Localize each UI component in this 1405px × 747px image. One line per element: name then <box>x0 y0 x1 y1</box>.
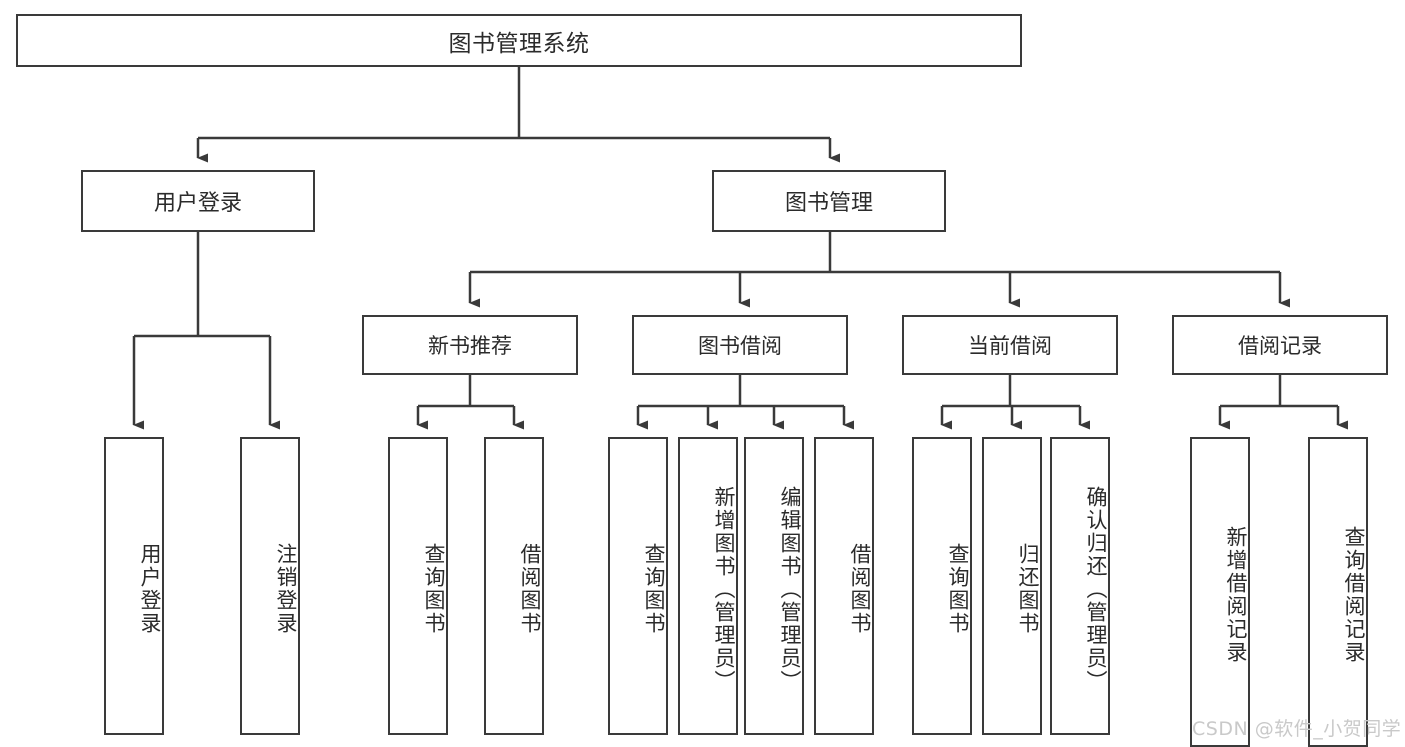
node-book-borrow[interactable]: 图书借阅 <box>632 315 848 375</box>
node-user-login-label: 用户登录 <box>153 191 242 216</box>
leaf-borrow-book-recommend[interactable]: 借阅图书 <box>484 437 544 735</box>
leaf-query-book-borrow-label: 查询图书 <box>642 543 666 635</box>
node-new-book-recommend-label: 新书推荐 <box>428 334 512 358</box>
node-book-management-label: 图书管理 <box>784 191 873 216</box>
leaf-query-book-current[interactable]: 查询图书 <box>912 437 972 735</box>
leaf-edit-book-admin-label: 编辑图书（管理员） <box>778 485 802 693</box>
leaf-return-book[interactable]: 归还图书 <box>982 437 1042 735</box>
node-root[interactable]: 图书管理系统 <box>16 14 1022 67</box>
leaf-borrow-book-label: 借阅图书 <box>848 543 872 635</box>
leaf-query-book-recommend-label: 查询图书 <box>422 543 446 635</box>
node-new-book-recommend[interactable]: 新书推荐 <box>362 315 578 375</box>
leaf-borrow-book[interactable]: 借阅图书 <box>814 437 874 735</box>
node-current-borrow-label: 当前借阅 <box>968 334 1052 358</box>
node-book-management[interactable]: 图书管理 <box>712 170 946 232</box>
leaf-user-login[interactable]: 用户登录 <box>104 437 164 735</box>
leaf-edit-book-admin[interactable]: 编辑图书（管理员） <box>744 437 804 735</box>
leaf-add-borrow-record[interactable]: 新增借阅记录 <box>1190 437 1250 747</box>
leaf-logout-label: 注销登录 <box>274 543 298 635</box>
leaf-add-book-admin[interactable]: 新增图书（管理员） <box>678 437 738 735</box>
node-borrow-record-label: 借阅记录 <box>1238 334 1322 358</box>
leaf-add-borrow-record-label: 新增借阅记录 <box>1224 526 1248 664</box>
leaf-logout[interactable]: 注销登录 <box>240 437 300 735</box>
leaf-return-book-label: 归还图书 <box>1016 543 1040 635</box>
leaf-query-borrow-record-label: 查询借阅记录 <box>1342 526 1366 664</box>
leaf-add-book-admin-label: 新增图书（管理员） <box>712 485 736 693</box>
node-user-login[interactable]: 用户登录 <box>81 170 315 232</box>
leaf-query-borrow-record[interactable]: 查询借阅记录 <box>1308 437 1368 747</box>
leaf-confirm-return-admin[interactable]: 确认归还（管理员） <box>1050 437 1110 735</box>
node-book-borrow-label: 图书借阅 <box>698 334 782 358</box>
leaf-user-login-label: 用户登录 <box>138 543 162 635</box>
leaf-query-book-borrow[interactable]: 查询图书 <box>608 437 668 735</box>
leaf-query-book-recommend[interactable]: 查询图书 <box>388 437 448 735</box>
leaf-query-book-current-label: 查询图书 <box>946 543 970 635</box>
node-borrow-record[interactable]: 借阅记录 <box>1172 315 1388 375</box>
node-current-borrow[interactable]: 当前借阅 <box>902 315 1118 375</box>
node-root-label: 图书管理系统 <box>448 30 590 57</box>
leaf-borrow-book-recommend-label: 借阅图书 <box>518 543 542 635</box>
leaf-confirm-return-admin-label: 确认归还（管理员） <box>1084 485 1108 693</box>
